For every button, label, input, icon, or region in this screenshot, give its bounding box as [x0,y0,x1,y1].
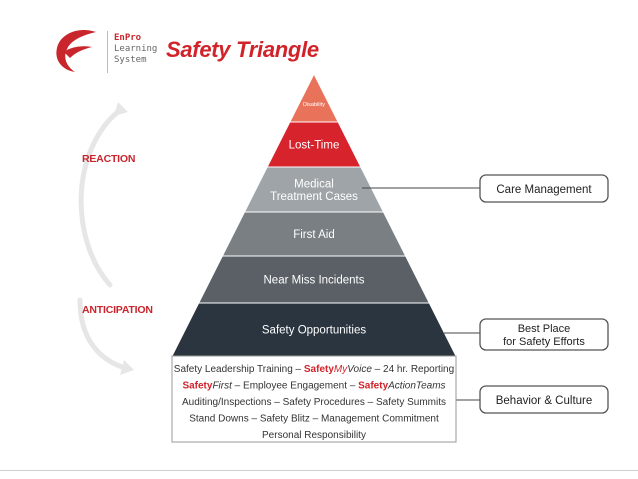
reaction-arrowhead-icon [114,102,128,116]
page-title: Safety Triangle [166,37,319,62]
reaction-arc [78,107,123,288]
anticipation-label: ANTICIPATION [82,304,153,316]
base-box-line-3: Stand Downs – Safety Blitz – Management … [189,414,439,425]
anticipation-arrowhead-icon [120,360,134,375]
arc-arrows [77,107,128,371]
base-box-line-4: Personal Responsibility [262,430,366,441]
logo-line3: System [114,55,147,65]
pyramid-tier-label-4: Near Miss Incidents [264,275,365,287]
logo-line1: EnPro [114,33,142,43]
pyramid-tier-label-3: First Aid [293,229,335,241]
base-box-line-0: Safety Leadership Training – SafetyMyVoi… [174,364,454,375]
enpro-logo-icon [56,29,96,72]
pyramid-tier-label-2-0: Medical [294,178,334,190]
pyramid-tier-label-0: Disability [303,102,325,108]
best-place-label-line2: for Safety Efforts [503,336,585,348]
logo-line2: Learning [114,44,158,54]
pyramid-tier-label-2-1: Treatment Cases [270,191,358,203]
logo-wordmark: EnPro Learning System [114,33,157,66]
best-place-callout: Best Place for Safety Efforts [479,318,609,351]
behavior-culture-callout: Behavior & Culture [479,385,609,414]
best-place-label-line1: Best Place [518,323,571,335]
base-box-text: Safety Leadership Training – SafetyMyVoi… [174,364,454,441]
anticipation-arc [77,297,128,371]
pyramid-tier-label-5: Safety Opportunities [262,325,366,337]
base-box-line-1: SafetyFirst – Employee Engagement – Safe… [182,381,445,392]
base-box [171,355,457,443]
callout-connectors [362,187,480,401]
pyramid-tier-0 [289,72,339,123]
pyramid-tier-label-1: Lost-Time [289,140,340,152]
logo-divider [107,31,108,73]
care-management-callout: Care Management [479,174,609,203]
base-box-line-2: Auditing/Inspections – Safety Procedures… [182,397,446,408]
footer-divider [0,470,638,471]
care-management-label: Care Management [496,184,592,196]
reaction-label: REACTION [82,153,136,165]
behavior-culture-label: Behavior & Culture [496,395,593,407]
